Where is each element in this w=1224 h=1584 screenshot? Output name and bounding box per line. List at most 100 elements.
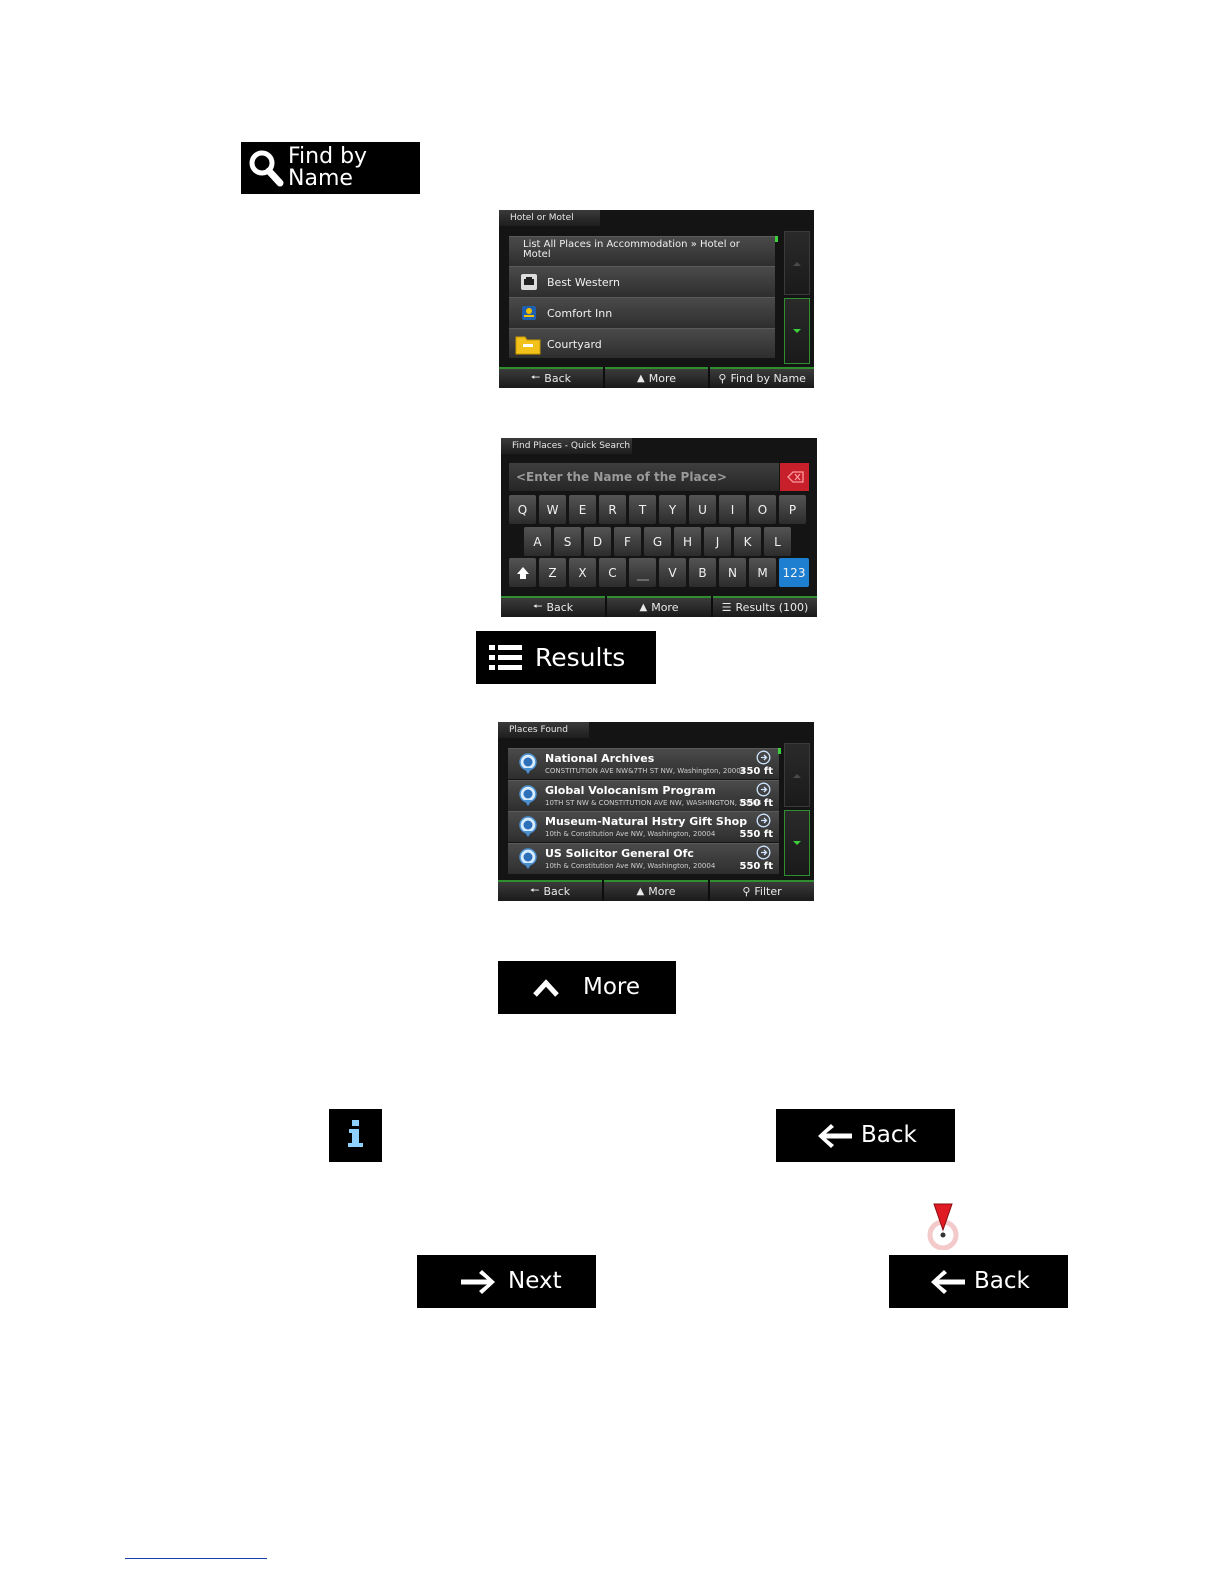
next-label: Next xyxy=(508,1268,562,1294)
key-k[interactable]: K xyxy=(734,527,761,556)
key-r[interactable]: R xyxy=(599,495,626,524)
more-button[interactable]: ▲More xyxy=(604,367,709,388)
place-distance: 550 ft xyxy=(739,797,774,809)
place-distance: 550 ft xyxy=(739,829,774,840)
results-button[interactable]: Results xyxy=(476,631,656,684)
space-key[interactable] xyxy=(629,558,656,587)
key-label: P xyxy=(788,502,797,517)
arrow-circle-icon xyxy=(756,750,771,765)
list-all-places-item[interactable]: List All Places in Accommodation » Hotel… xyxy=(509,236,775,266)
back-button[interactable]: Back xyxy=(776,1109,955,1162)
back-button[interactable]: 🠔Back xyxy=(498,880,602,901)
more-button[interactable]: ▲More xyxy=(607,596,711,617)
key-p[interactable]: P xyxy=(779,495,806,524)
shift-key[interactable] xyxy=(509,558,536,587)
info-button[interactable] xyxy=(329,1109,382,1162)
key-o[interactable]: O xyxy=(749,495,776,524)
more-button[interactable]: ▲More xyxy=(604,880,708,901)
results-label: Results xyxy=(535,643,626,672)
key-u[interactable]: U xyxy=(689,495,716,524)
key-q[interactable]: Q xyxy=(509,495,536,524)
key-a[interactable]: A xyxy=(524,527,551,556)
key-j[interactable]: J xyxy=(704,527,731,556)
arrow-left-icon: 🠔 xyxy=(529,884,540,897)
key-l[interactable]: L xyxy=(764,527,791,556)
poi-pin-icon xyxy=(518,753,538,775)
key-e[interactable]: E xyxy=(569,495,596,524)
scroll-down-button[interactable] xyxy=(784,298,810,364)
list-item[interactable]: Best Western xyxy=(509,266,775,297)
more-label: More xyxy=(648,885,676,898)
key-label: K xyxy=(743,534,752,549)
key-i[interactable]: I xyxy=(719,495,746,524)
back-button[interactable]: Back xyxy=(889,1255,1068,1308)
scroll-down-button[interactable] xyxy=(784,810,810,876)
back-button[interactable]: 🠔Back xyxy=(501,596,605,617)
list-item[interactable]: Comfort Inn xyxy=(509,297,775,328)
key-f[interactable]: F xyxy=(614,527,641,556)
best-western-icon xyxy=(521,274,537,290)
find-by-name-button[interactable]: Find by Name xyxy=(241,142,420,194)
more-button[interactable]: More xyxy=(498,961,676,1014)
search-icon xyxy=(247,148,285,188)
key-w[interactable]: W xyxy=(539,495,566,524)
numeric-key-label: 123 xyxy=(782,565,806,580)
list-item[interactable]: Courtyard xyxy=(509,328,775,358)
back-button[interactable]: 🠔Back xyxy=(499,367,603,388)
key-n[interactable]: N xyxy=(719,558,746,587)
scroll-up-button[interactable] xyxy=(784,231,810,295)
key-s[interactable]: S xyxy=(554,527,581,556)
key-x[interactable]: X xyxy=(569,558,596,587)
next-button[interactable]: Next xyxy=(417,1255,596,1308)
search-icon: ⚲ xyxy=(718,372,727,385)
results-button[interactable]: ☰Results (100) xyxy=(713,596,817,617)
key-d[interactable]: D xyxy=(584,527,611,556)
key-g[interactable]: G xyxy=(644,527,671,556)
key-label: V xyxy=(668,565,677,580)
key-z[interactable]: Z xyxy=(539,558,566,587)
hotel-list-screen: Hotel or Motel List All Places in Accomm… xyxy=(499,210,814,388)
scroll-indicator xyxy=(775,236,778,242)
numeric-key[interactable]: 123 xyxy=(779,558,809,587)
screen-title: Find Places - Quick Search xyxy=(501,438,632,454)
chevron-up-icon xyxy=(532,978,560,998)
filter-button[interactable]: ⚲Filter xyxy=(710,880,814,901)
bottom-bar: 🠔Back ▲More ⚲Filter xyxy=(498,880,814,901)
place-address: 10TH ST NW & CONSTITUTION AVE NW, WASHIN… xyxy=(545,798,762,807)
key-label: W xyxy=(546,502,559,517)
key-label: C xyxy=(608,565,617,580)
key-m[interactable]: M xyxy=(749,558,776,587)
key-label: I xyxy=(730,502,735,517)
bottom-bar: 🠔Back ▲More ☰Results (100) xyxy=(501,596,817,617)
screen-title: Hotel or Motel xyxy=(499,210,600,226)
arrow-circle-icon xyxy=(756,845,771,860)
search-input[interactable]: <Enter the Name of the Place> xyxy=(509,463,779,491)
key-y[interactable]: Y xyxy=(659,495,686,524)
more-label: More xyxy=(583,974,641,1000)
list-all-label: List All Places in Accommodation » Hotel… xyxy=(523,239,740,260)
key-b[interactable]: B xyxy=(689,558,716,587)
place-name: Museum-Natural Hstry Gift Shop xyxy=(545,815,748,828)
folder-icon xyxy=(515,333,541,355)
key-c[interactable]: C xyxy=(599,558,626,587)
delete-button[interactable] xyxy=(780,463,809,491)
arrow-right-icon xyxy=(459,1267,497,1297)
scroll-up-button[interactable] xyxy=(784,743,810,807)
key-label: E xyxy=(578,502,587,517)
poi-pin-icon xyxy=(518,816,538,838)
key-label: Z xyxy=(548,565,557,580)
back-label: Back xyxy=(544,372,571,385)
arrow-circle-icon xyxy=(756,782,771,797)
key-v[interactable]: V xyxy=(659,558,686,587)
key-h[interactable]: H xyxy=(674,527,701,556)
key-t[interactable]: T xyxy=(629,495,656,524)
poi-pin-icon xyxy=(518,847,538,870)
find-by-name-button[interactable]: ⚲Find by Name xyxy=(710,367,814,388)
list-item-label: Courtyard xyxy=(547,338,602,351)
key-label: N xyxy=(728,565,737,580)
